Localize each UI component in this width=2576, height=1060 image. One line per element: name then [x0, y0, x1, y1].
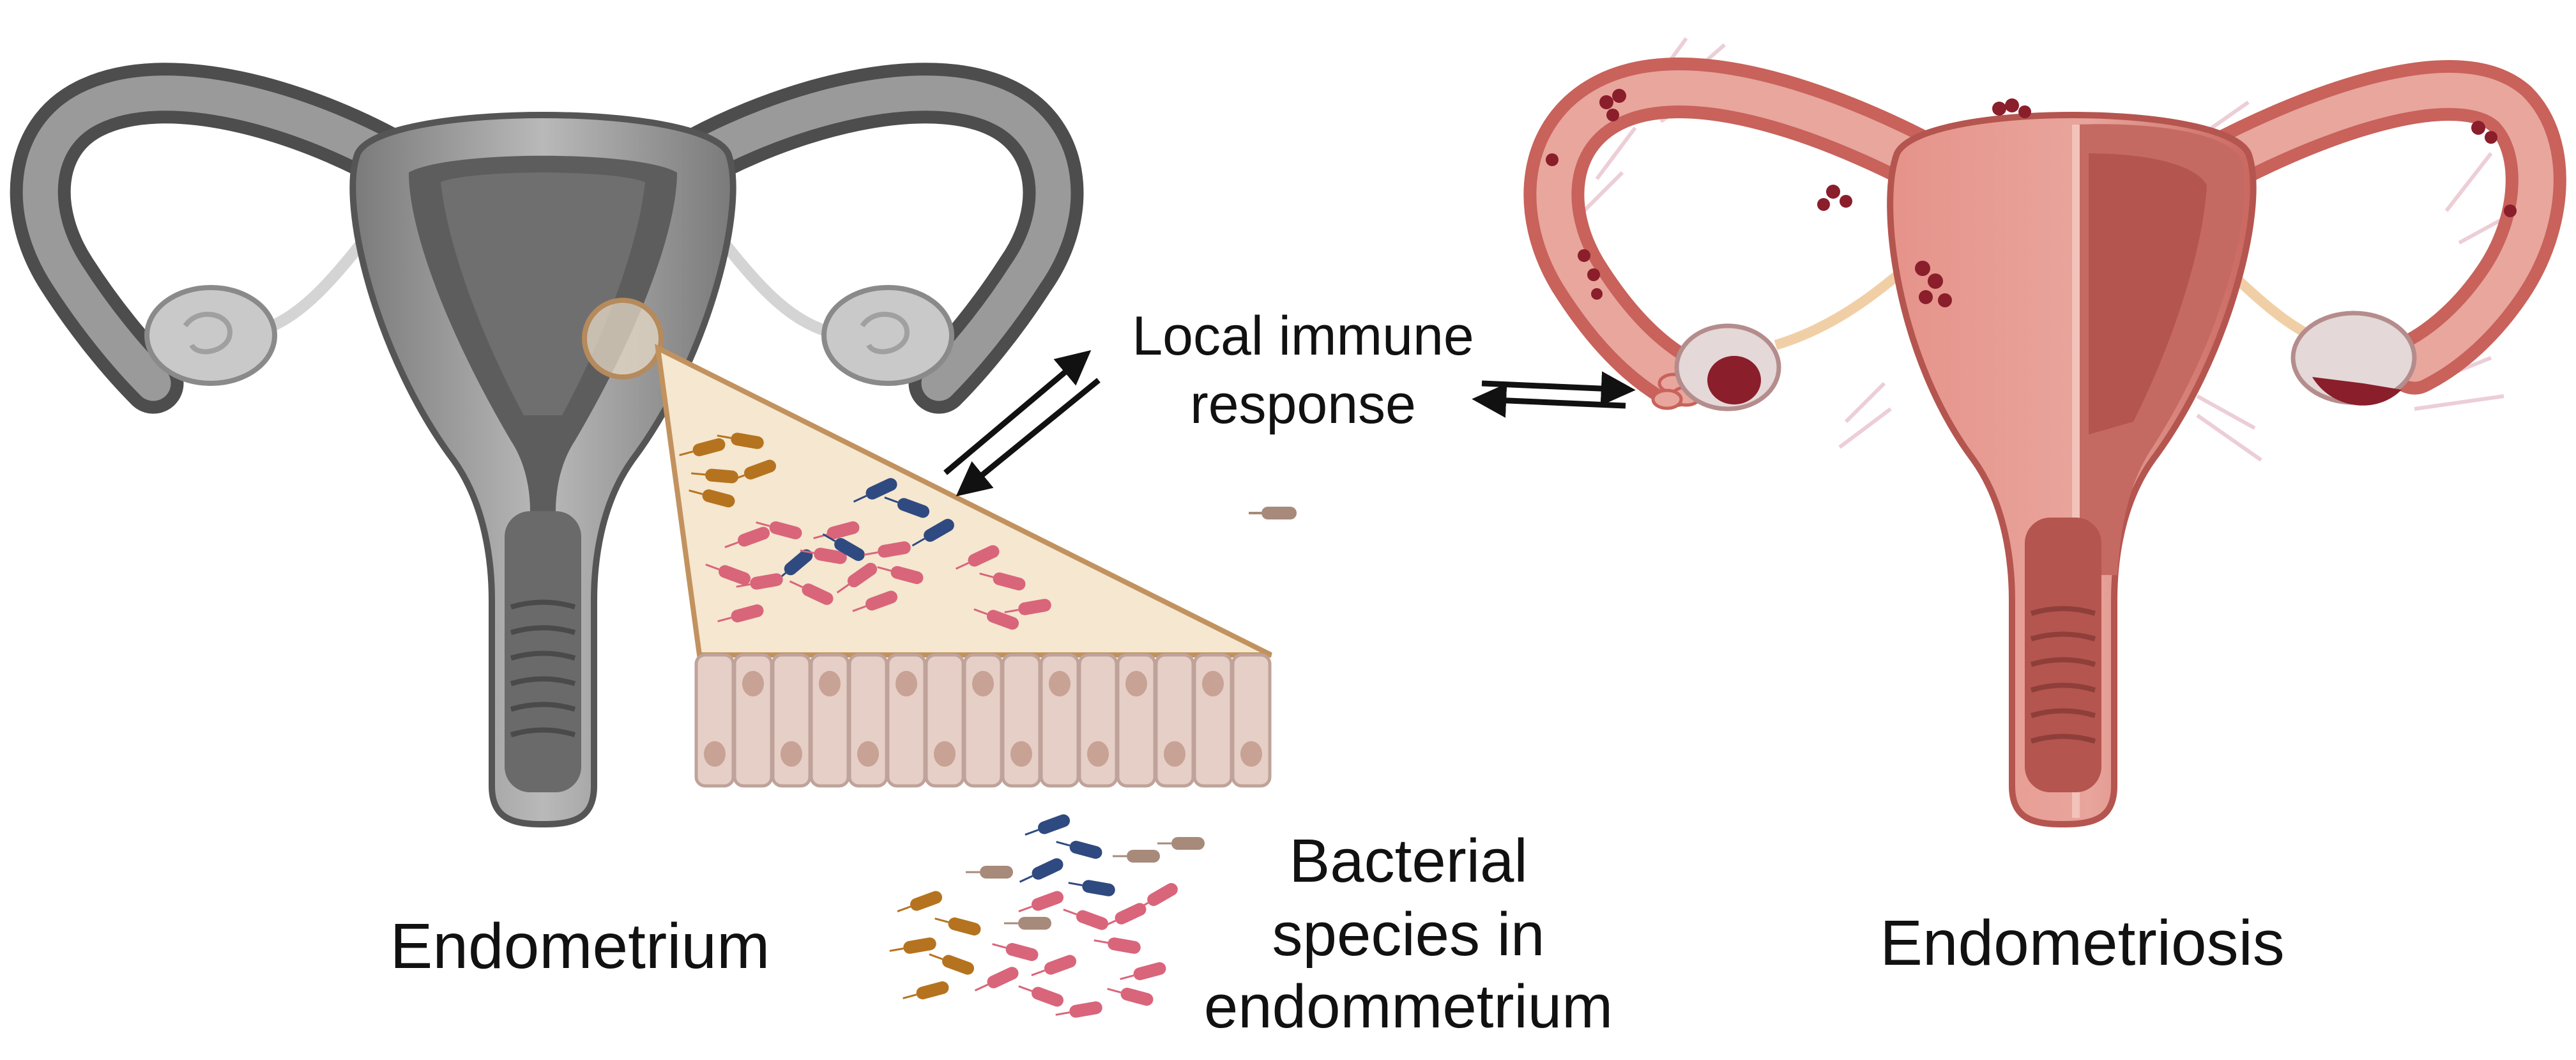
bacterium [679, 438, 726, 457]
legend-bacteria-cluster [889, 814, 1205, 1018]
bacterium [1018, 985, 1064, 1007]
bacterium [736, 573, 783, 590]
cell-nucleus [934, 741, 956, 767]
bacterium [1056, 840, 1102, 859]
endometrium-label: Endometrium [390, 910, 770, 982]
cell-nucleus [972, 671, 994, 696]
diseased-cervix [2025, 518, 2101, 792]
bacterium [966, 866, 1013, 879]
bacterium [1107, 987, 1154, 1006]
bacterium [934, 917, 981, 936]
bacterium [1102, 903, 1147, 928]
bacterium [903, 981, 949, 1000]
immune-response-label-line2: response [1190, 374, 1416, 435]
bacterium [864, 541, 911, 558]
bacterium [691, 468, 738, 484]
bacteria-legend-label-line2: species in [1272, 900, 1545, 969]
right-ovary [821, 285, 954, 386]
healthy-uterus-icon [10, 63, 1084, 828]
cell-nucleus [896, 671, 917, 696]
single-bacterium [1249, 507, 1297, 519]
cell-nucleus [1202, 671, 1224, 696]
bacterium [717, 604, 764, 623]
cell-nucleus [742, 671, 764, 696]
uterus-endometriosis-icon [1523, 37, 2566, 828]
cell-nucleus [1049, 671, 1071, 696]
bacterium [724, 526, 770, 548]
bacterium [973, 608, 1019, 630]
cell-nucleus [1240, 741, 1262, 767]
bacterium [974, 967, 1019, 992]
bacteria-legend-label-line1: Bacterial [1289, 827, 1528, 895]
bacterium [853, 478, 897, 503]
epithelial-cells-icon [694, 653, 1272, 788]
bacterium [1055, 1001, 1102, 1018]
cell-nucleus [1164, 741, 1185, 767]
bacterium [897, 891, 943, 912]
bacterium [705, 564, 751, 585]
bacteria-legend-label-line3: endommetrium [1204, 972, 1613, 1041]
bacterium [1019, 858, 1063, 883]
bacterium [1157, 837, 1205, 850]
cell-nucleus [819, 671, 841, 696]
bacterium [852, 590, 898, 612]
bacterium [911, 519, 954, 547]
bacterium [1031, 955, 1077, 976]
immune-response-label-line1: Local immune [1132, 305, 1474, 367]
bacterium [884, 496, 930, 518]
bacterium [1094, 937, 1141, 954]
cell-nucleus [857, 741, 879, 767]
cell-nucleus [1087, 741, 1109, 767]
bacterium [822, 533, 865, 561]
immune-arrows-left [943, 350, 1101, 496]
left-ovary [144, 285, 277, 386]
bacterium [877, 565, 924, 585]
endometriosis-label: Endometriosis [1880, 907, 2285, 979]
bacterium [955, 545, 1000, 570]
bacterium [1018, 891, 1064, 912]
bacterium [1063, 909, 1109, 930]
bacterium [1113, 850, 1160, 863]
cell-nucleus [704, 741, 726, 767]
bacterium [1004, 599, 1051, 615]
bacterium [836, 562, 878, 594]
magnifier-circle [582, 298, 664, 380]
bacterium [800, 548, 847, 564]
bacterium [756, 521, 802, 540]
immune-arrows-right [1472, 371, 1636, 418]
bacterium [1025, 814, 1071, 836]
cell-nucleus [1010, 741, 1032, 767]
bacterium [789, 580, 834, 605]
bacterium [1004, 917, 1051, 930]
bacterium [1120, 962, 1166, 981]
endometriosis-lesions [1546, 89, 2517, 307]
bacterium [1135, 883, 1178, 911]
zoom-bacteria-cluster [679, 433, 1051, 630]
bacterium [689, 489, 735, 508]
bacterium [979, 572, 1026, 591]
bacterium [889, 937, 936, 954]
bacterium [731, 459, 777, 481]
bacterium [992, 942, 1039, 962]
cell-nucleus [1125, 671, 1147, 696]
cell-nucleus [781, 741, 802, 767]
bacterium [717, 433, 764, 449]
zoom-panel [655, 344, 1272, 788]
bacterium [929, 953, 975, 975]
bacterium [1068, 880, 1115, 896]
